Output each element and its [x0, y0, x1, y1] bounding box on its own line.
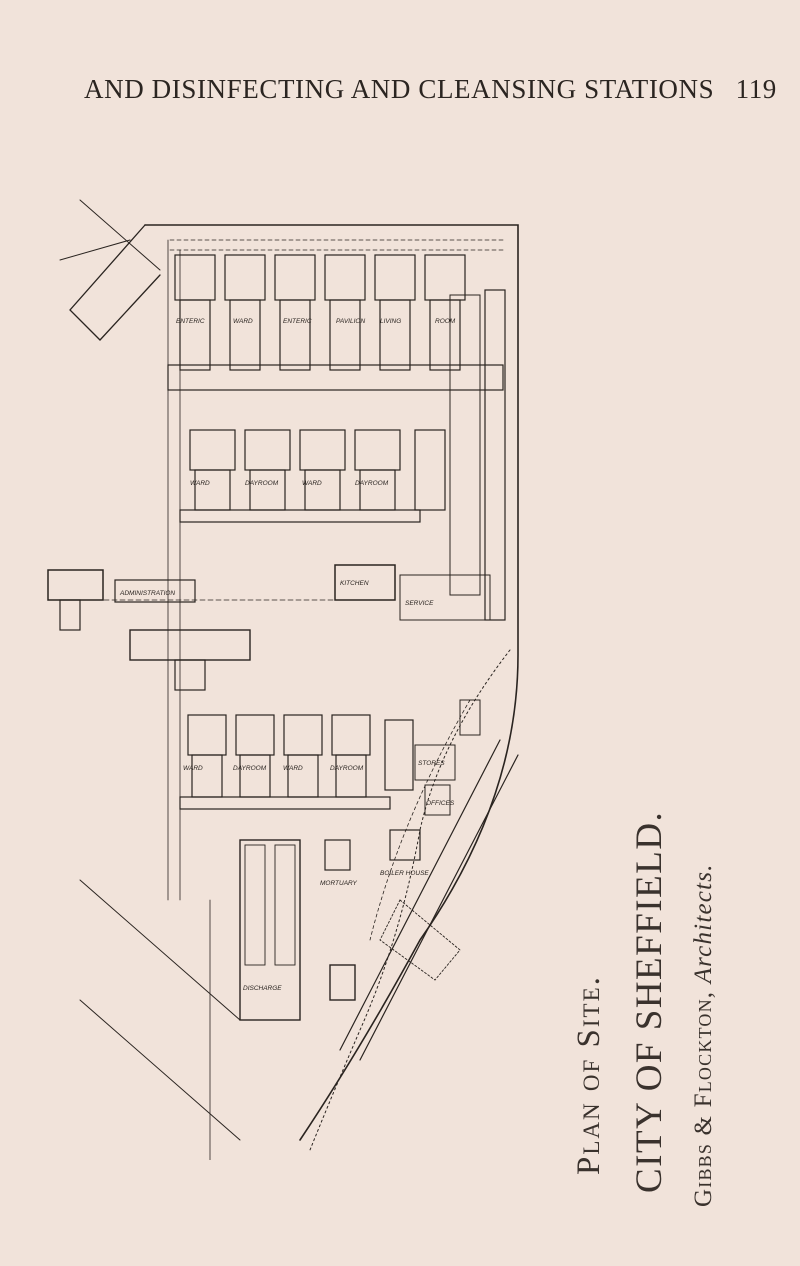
label-ward-1: WARD: [233, 318, 253, 325]
site-boundary: [144, 224, 519, 1141]
label-ward-low-2: WARD: [283, 765, 303, 772]
label-service: SERVICE: [405, 600, 434, 607]
page-number: 119: [735, 74, 777, 104]
label-administration: ADMINISTRATION: [119, 590, 175, 597]
caption-city-name: CITY OF SHEFFIELD.: [629, 810, 670, 1193]
caption-architect-names: Gibbs & Flockton,: [690, 990, 717, 1207]
caption-architects: Gibbs & Flockton, Architects.: [682, 455, 726, 1207]
label-room: ROOM: [435, 318, 456, 325]
caption-architect-role: Architects.: [690, 863, 717, 984]
label-stores: STORES: [418, 760, 445, 767]
page-header: AND DISINFECTING AND CLEANSING STATIONS …: [84, 74, 784, 105]
label-dayroom-low-2: DAYROOM: [330, 765, 364, 772]
label-dayroom-low-1: DAYROOM: [233, 765, 267, 772]
label-pavilion: PAVILION: [336, 318, 365, 325]
label-enteric-1: ENTERIC: [176, 318, 205, 325]
label-enteric-2: ENTERIC: [283, 318, 312, 325]
label-ward-low-1: WARD: [183, 765, 203, 772]
label-living: LIVING: [380, 318, 401, 325]
label-ward-mid-1: WARD: [190, 480, 210, 487]
label-dayroom-mid-1: DAYROOM: [245, 480, 279, 487]
running-title: AND DISINFECTING AND CLEANSING STATIONS: [84, 74, 715, 104]
label-dayroom-mid-2: DAYROOM: [355, 480, 389, 487]
label-mortuary: MORTUARY: [320, 880, 358, 887]
caption-plan-of-site: Plan of Site.: [571, 975, 607, 1175]
label-discharge: DISCHARGE: [243, 985, 282, 992]
label-ward-mid-2: WARD: [302, 480, 322, 487]
label-boiler: BOILER HOUSE: [380, 870, 429, 877]
plan-caption: Plan of Site. CITY OF SHEFFIELD. Gibbs &…: [560, 455, 726, 1215]
label-kitchen: KITCHEN: [340, 580, 369, 587]
label-offices: OFFICES: [426, 800, 455, 807]
site-plan-drawing: ENTERIC WARD ENTERIC PAVILION LIVING ROO…: [47, 199, 519, 1160]
